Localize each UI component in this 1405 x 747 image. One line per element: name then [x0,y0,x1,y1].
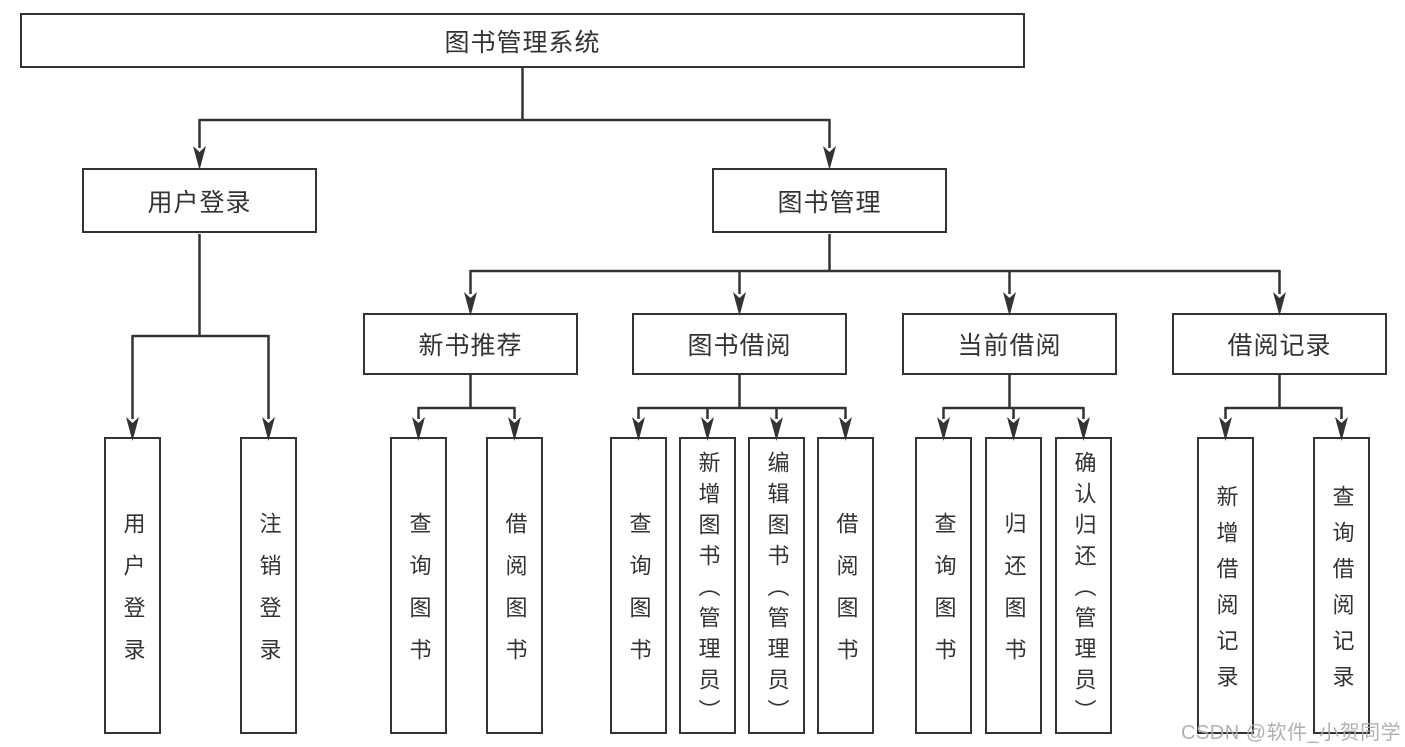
node-leaf-query-books-recommend-label: 查询图书 [406,511,432,680]
node-leaf-query-borrow-record-label: 查询借阅记录 [1329,484,1355,701]
node-leaf-query-books-current: 查询图书 [915,437,972,734]
node-book-borrowing-label: 图书借阅 [687,332,792,360]
node-leaf-query-books-current-label: 查询图书 [931,511,957,680]
node-current-borrowing: 当前借阅 [902,313,1117,375]
node-leaf-query-borrow-record: 查询借阅记录 [1313,437,1370,734]
node-leaf-add-books-admin: 新增图书（管理员） [679,437,736,734]
node-root: 图书管理系统 [20,13,1025,68]
node-leaf-borrow-books-recommend-label: 借阅图书 [502,511,528,680]
node-leaf-add-borrow-record: 新增借阅记录 [1197,437,1254,734]
node-current-borrowing-label: 当前借阅 [957,332,1062,360]
node-leaf-query-books-borrow-label: 查询图书 [626,511,652,680]
node-borrowing-records: 借阅记录 [1172,313,1387,375]
node-leaf-confirm-return-admin-label: 确认归还（管理员） [1071,450,1097,730]
node-leaf-query-books-recommend: 查询图书 [390,437,447,734]
node-book-management-label: 图书管理 [777,188,882,217]
node-leaf-return-books-label: 归还图书 [1001,511,1027,680]
node-root-label: 图书管理系统 [444,28,601,57]
node-leaf-logout-label: 注销登录 [256,511,282,680]
node-leaf-borrow-books-recommend: 借阅图书 [486,437,543,734]
watermark: CSDN @软件_小贺同学 [1181,722,1402,744]
node-leaf-borrow-books-borrow: 借阅图书 [817,437,874,734]
node-book-management: 图书管理 [712,168,947,233]
node-user-login: 用户登录 [82,168,317,233]
node-leaf-user-login-label: 用户登录 [120,511,146,680]
node-leaf-add-borrow-record-label: 新增借阅记录 [1213,484,1239,701]
node-leaf-edit-books-admin: 编辑图书（管理员） [748,437,805,734]
node-book-borrowing: 图书借阅 [632,313,847,375]
node-user-login-label: 用户登录 [147,188,252,217]
node-leaf-confirm-return-admin: 确认归还（管理员） [1055,437,1112,734]
node-leaf-borrow-books-borrow-label: 借阅图书 [833,511,859,680]
node-leaf-query-books-borrow: 查询图书 [610,437,667,734]
node-leaf-return-books: 归还图书 [985,437,1042,734]
node-leaf-logout: 注销登录 [240,437,297,734]
node-new-book-recommend: 新书推荐 [363,313,578,375]
node-leaf-add-books-admin-label: 新增图书（管理员） [695,450,721,730]
node-new-book-recommend-label: 新书推荐 [418,332,523,360]
node-leaf-user-login: 用户登录 [104,437,161,734]
node-leaf-edit-books-admin-label: 编辑图书（管理员） [764,450,790,730]
node-borrowing-records-label: 借阅记录 [1227,332,1332,360]
